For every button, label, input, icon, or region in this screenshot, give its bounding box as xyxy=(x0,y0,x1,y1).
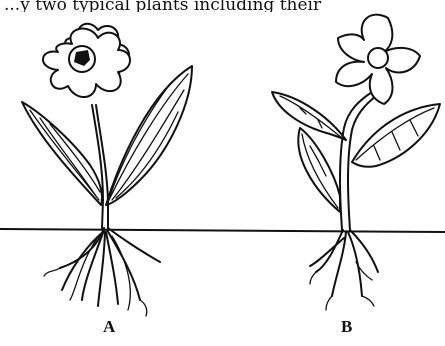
plant-b xyxy=(272,15,440,310)
plant-b-flower xyxy=(336,15,420,104)
plant-b-roots xyxy=(310,230,378,310)
plant-b-label: B xyxy=(341,318,352,335)
plant-b-right-leaf xyxy=(352,104,440,167)
plant-b-upper-left-leaf xyxy=(272,92,346,140)
ground-line xyxy=(0,229,445,232)
caption-text: ...y two typical plants including their xyxy=(0,0,445,12)
plant-b-lower-left-leaf xyxy=(298,128,340,212)
plant-b-stem xyxy=(340,92,372,230)
plant-a-stem xyxy=(92,105,103,228)
plant-b-flower-center xyxy=(368,48,388,68)
plant-a-roots xyxy=(44,228,160,316)
plant-a-label: A xyxy=(103,318,115,335)
plant-a xyxy=(22,24,192,316)
plant-a-left-leaf xyxy=(22,102,102,205)
plant-a-flower xyxy=(43,24,130,97)
